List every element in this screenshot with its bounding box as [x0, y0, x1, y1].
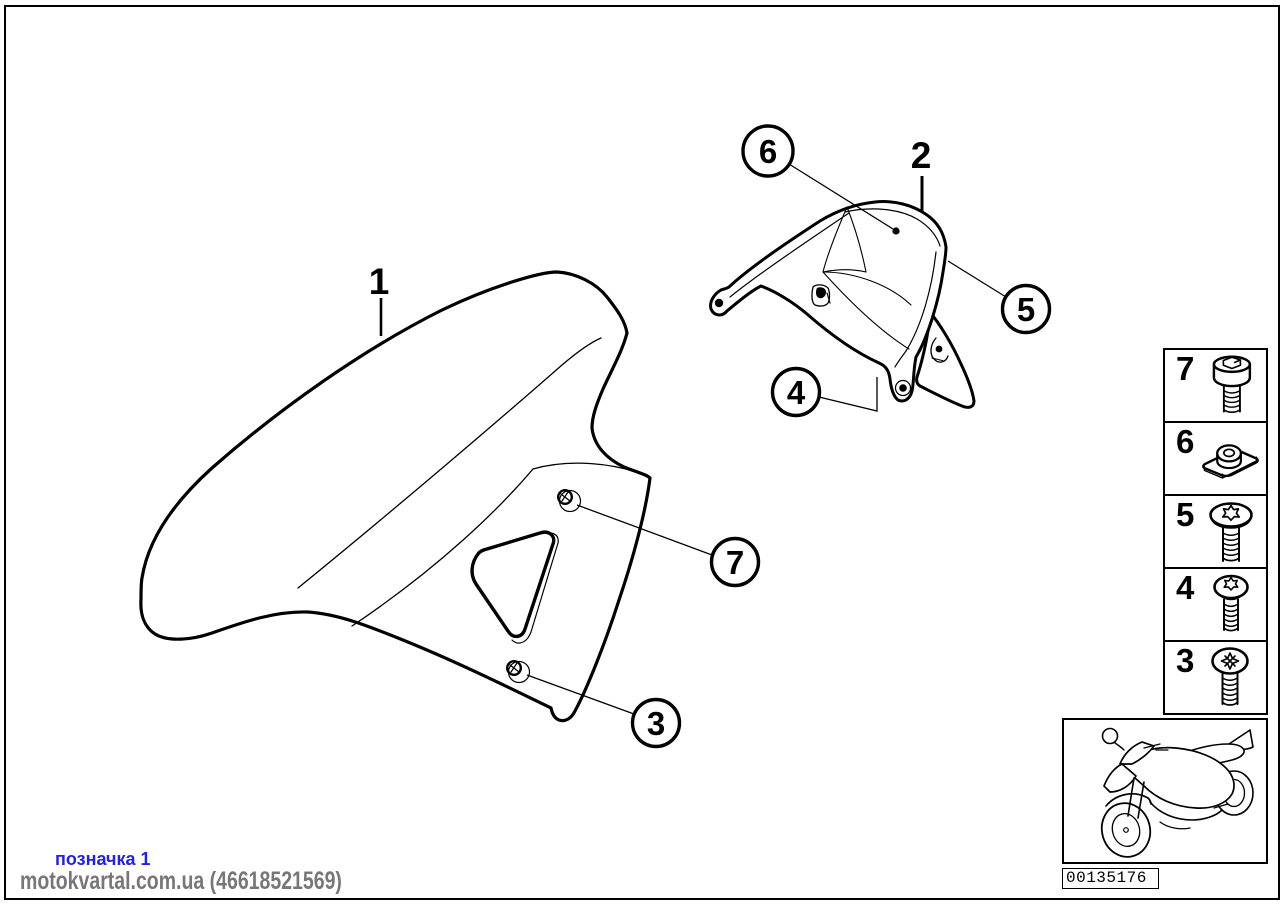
legend-item-7: 7 — [1163, 348, 1268, 423]
socket-head-cap-screw-icon — [1212, 355, 1252, 413]
callout-leader-lines — [379, 163, 1007, 715]
callout-6-target-dot — [892, 227, 900, 235]
legend-number: 6 — [1176, 423, 1195, 460]
svg-text:7: 7 — [726, 544, 744, 581]
image-code: 00135176 — [1066, 869, 1147, 887]
fender-screw-hole-lower — [506, 660, 531, 684]
legend-item-3: 3 — [1163, 640, 1268, 715]
torx-flange-screw-icon — [1209, 502, 1253, 562]
inner-fender-part-drawing — [709, 200, 976, 409]
svg-text:1: 1 — [369, 261, 390, 302]
front-fender-part-drawing — [139, 270, 652, 723]
svg-text:2: 2 — [911, 135, 932, 176]
phillips-pan-head-screw-icon — [1211, 647, 1249, 706]
fender-triangle-cutout — [470, 530, 556, 639]
clip-detail-left — [811, 284, 831, 307]
motorcycle-line-drawing — [1100, 727, 1254, 858]
svg-text:4: 4 — [787, 374, 806, 411]
arm-mount-hole — [714, 298, 724, 308]
svg-text:5: 5 — [1017, 291, 1035, 328]
legend-number: 4 — [1176, 569, 1195, 606]
clip-nut-icon — [1202, 444, 1259, 479]
svg-text:6: 6 — [759, 133, 777, 170]
legend-number: 7 — [1176, 350, 1195, 387]
watermark-line1: позначка 1 — [55, 849, 151, 869]
fender-screw-hole-upper — [557, 489, 582, 513]
clip-detail-right — [930, 337, 949, 363]
part-label-1: 1 — [369, 261, 390, 302]
callout-circle-3: 3 — [630, 697, 682, 749]
watermark-line2: motokvartal.com.ua (46618521569) — [20, 867, 342, 895]
motorcycle-thumbnail-box — [1062, 718, 1268, 864]
legend-item-5: 5 — [1163, 494, 1268, 569]
legend-item-6: 6 — [1163, 421, 1268, 496]
svg-text:3: 3 — [647, 705, 665, 742]
image-code-box: 00135176 — [1062, 868, 1159, 889]
callout-circle-6: 6 — [741, 124, 795, 178]
legend-number: 5 — [1176, 496, 1195, 533]
callout-circle-7: 7 — [709, 536, 761, 588]
callout-circle-5: 5 — [1000, 283, 1052, 335]
legend-number: 3 — [1176, 642, 1195, 679]
legend-item-4: 4 — [1163, 567, 1268, 642]
torx-button-head-screw-icon — [1213, 574, 1249, 632]
callout-circle-4: 4 — [770, 366, 822, 418]
foot-mount-hole — [894, 379, 912, 397]
part-label-2: 2 — [911, 135, 932, 176]
